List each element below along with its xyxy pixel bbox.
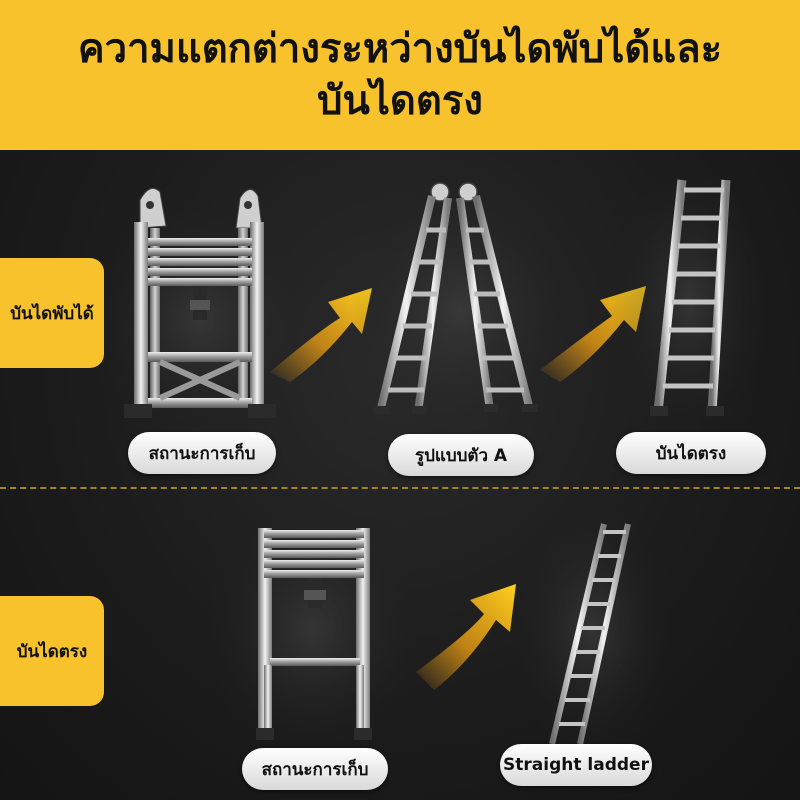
extended-straight-ladder-image bbox=[512, 500, 672, 760]
label-straight-ladder-en: Straight ladder bbox=[500, 744, 652, 786]
arrow-icon bbox=[270, 288, 372, 382]
collapsed-straight-ladder-image bbox=[202, 500, 422, 760]
arrow-icon bbox=[416, 584, 516, 690]
section-divider bbox=[0, 487, 800, 489]
a-frame-ladder-image bbox=[350, 180, 570, 440]
label-straight-ladder: บันไดตรง bbox=[616, 432, 766, 474]
straight-ladder-image bbox=[610, 160, 770, 440]
label-a-frame: รูปแบบตัว A bbox=[388, 434, 534, 476]
label-storage-state: สถานะการเก็บ bbox=[128, 432, 276, 474]
folded-ladder-image bbox=[90, 187, 310, 440]
section-tag-straight-ladder: บันไดตรง bbox=[0, 596, 104, 706]
page-title-line2: บันไดตรง bbox=[317, 78, 483, 124]
label-storage-state-2: สถานะการเก็บ bbox=[242, 748, 388, 790]
header-banner: ความแตกต่างระหว่างบันไดพับได้และ บันไดตร… bbox=[0, 0, 800, 150]
section-tag-folding-ladder: บันไดพับได้ bbox=[0, 258, 104, 368]
page-title-line1: ความแตกต่างระหว่างบันไดพับได้และ bbox=[77, 26, 723, 72]
